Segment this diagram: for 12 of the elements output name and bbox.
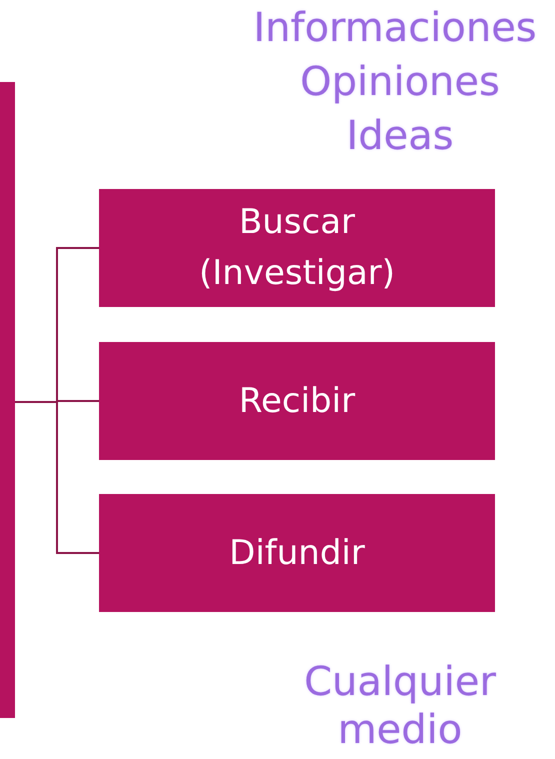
side-label: Opiniones bbox=[299, 58, 501, 106]
connector-line bbox=[15, 401, 99, 554]
box-label: Buscar (Investigar) bbox=[198, 201, 396, 295]
box-label: Recibir bbox=[238, 380, 356, 422]
process-box bbox=[99, 342, 495, 460]
process-box bbox=[99, 494, 495, 612]
box-label: Difundir bbox=[228, 532, 366, 574]
side-label: Cualquier medio bbox=[303, 658, 497, 754]
vertical-bar bbox=[0, 82, 15, 718]
side-label: Ideas bbox=[345, 112, 455, 160]
side-label: Informaciones bbox=[252, 4, 538, 52]
process-box bbox=[99, 189, 495, 307]
